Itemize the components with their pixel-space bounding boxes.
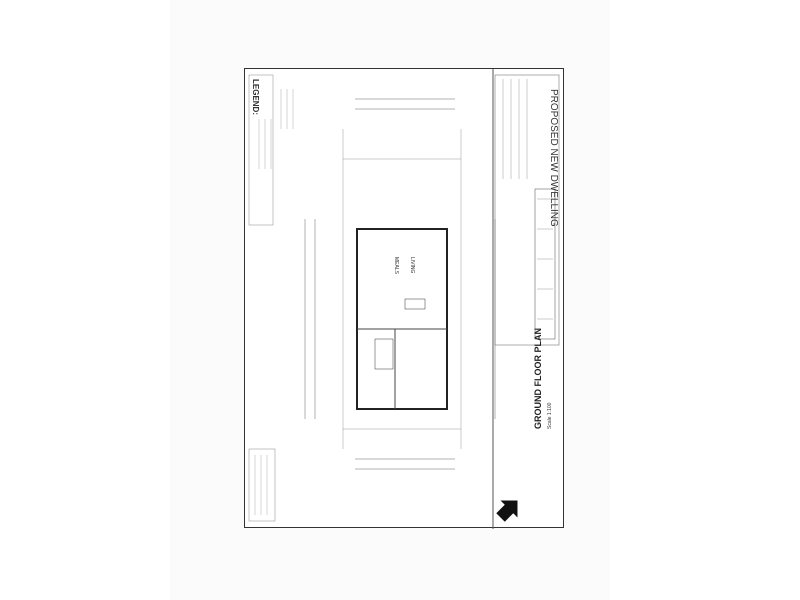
stair: [374, 338, 394, 370]
dimension-lines: [304, 98, 496, 470]
building-outline: [356, 228, 448, 410]
legend-title: LEGEND:: [251, 79, 260, 115]
site-outline: [342, 129, 462, 449]
kitchen-bench: [404, 298, 426, 310]
legend-entries: [258, 89, 294, 169]
legend-frame: [248, 74, 274, 226]
notes-frame: [248, 448, 276, 522]
floor-plan-drawing: PROPOSED NEW DWELLING LEGEND: MEALS LIVI…: [248, 69, 560, 529]
notes-lines: [254, 455, 268, 515]
north-arrow-icon: [496, 500, 518, 522]
plan-scale: Scale 1:100: [547, 402, 553, 429]
drawing-sheet: PROPOSED NEW DWELLING LEGEND: MEALS LIVI…: [244, 68, 564, 529]
room-label-meals: MEALS: [393, 257, 399, 275]
project-title: PROPOSED NEW DWELLING: [548, 89, 559, 227]
revision-box: [534, 188, 556, 340]
plan-title: GROUND FLOOR PLAN: [533, 328, 543, 429]
room-label-living: LIVING: [409, 257, 415, 274]
titleblock-frame: [494, 74, 560, 346]
